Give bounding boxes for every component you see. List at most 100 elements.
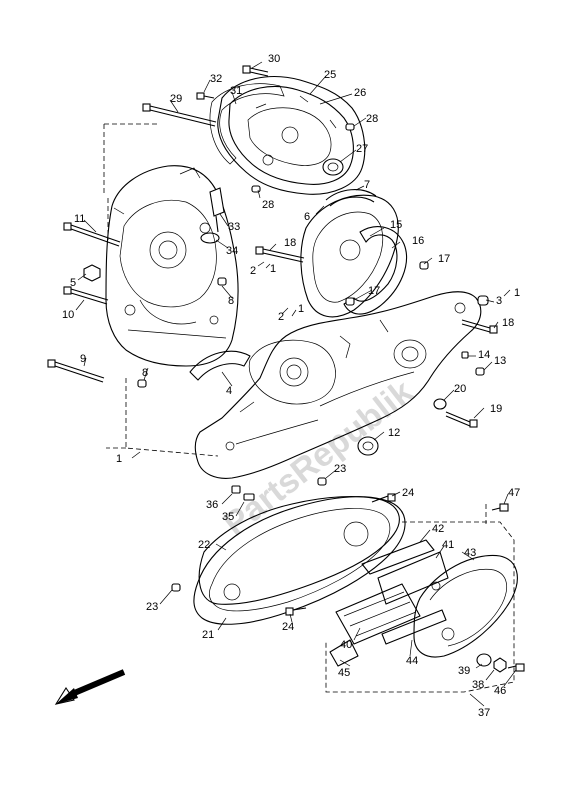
pad-40 — [335, 583, 421, 645]
bolt-10 — [63, 286, 109, 305]
bolt-24b — [285, 607, 307, 616]
seal-strip-42 — [361, 539, 435, 575]
dowel-3 — [477, 295, 489, 306]
callout-17-right: 17 — [438, 253, 450, 265]
callout-42: 42 — [432, 523, 444, 535]
gasket-4 — [189, 350, 251, 381]
bolt-18b — [461, 319, 498, 334]
callout-13: 13 — [494, 355, 506, 367]
crankcase-right — [194, 291, 482, 479]
callout-44: 44 — [406, 655, 418, 667]
hose-7 — [325, 189, 377, 207]
callout-21: 21 — [202, 629, 214, 641]
callout-38: 38 — [472, 679, 484, 691]
crankcase-left — [105, 165, 239, 367]
pad-45 — [329, 639, 359, 667]
callout-46: 46 — [494, 685, 506, 697]
callout-45: 45 — [338, 667, 350, 679]
callout-22: 22 — [198, 539, 210, 551]
callout-1-middle: 1 — [298, 303, 304, 315]
callout-24-lower: 24 — [282, 621, 294, 633]
callout-19: 19 — [490, 403, 502, 415]
callout-29: 29 — [170, 93, 182, 105]
callout-11: 11 — [74, 213, 85, 225]
bolt-30 — [242, 65, 269, 77]
callout-31: 31 — [230, 85, 242, 97]
crankcase-cover-top — [217, 76, 366, 195]
callout-43: 43 — [464, 547, 476, 559]
callout-12: 12 — [388, 427, 400, 439]
callout-8-upper: 8 — [228, 295, 234, 307]
callout-2-upper: 2 — [250, 265, 256, 277]
dowel-17a — [419, 261, 429, 270]
front-direction-arrow-icon — [54, 669, 126, 705]
callout-7: 7 — [364, 179, 370, 191]
callout-3: 3 — [496, 295, 502, 307]
callout-labels: 30 25 32 31 29 26 28 27 28 7 6 33 15 11 … — [62, 53, 520, 719]
callout-23-upper: 23 — [334, 463, 346, 475]
callout-9: 9 — [80, 353, 86, 365]
callout-30: 30 — [268, 53, 280, 65]
callout-24-upper: 24 — [402, 487, 414, 499]
bolt-29 — [142, 103, 217, 127]
callout-16: 16 — [412, 235, 424, 247]
callout-6: 6 — [304, 211, 310, 223]
callout-5: 5 — [70, 277, 76, 289]
callout-41: 41 — [442, 539, 454, 551]
watermark-text: PartsRepublik — [217, 373, 421, 544]
callout-15: 15 — [390, 219, 402, 231]
callout-20: 20 — [454, 383, 466, 395]
outer-cover-43 — [413, 554, 518, 658]
bolt-24a — [371, 493, 396, 503]
strip-44 — [381, 609, 447, 645]
nut-5 — [83, 264, 101, 282]
callout-1-upper: 1 — [270, 263, 276, 275]
washer-14 — [461, 351, 469, 359]
washer-39 — [476, 653, 492, 667]
callout-18-right: 18 — [502, 317, 514, 329]
dowel-23a — [317, 477, 327, 486]
bolt-13 — [475, 367, 485, 376]
callout-17-lower: 17 — [368, 285, 380, 297]
oil-seal-12 — [357, 436, 379, 456]
pump-cover-15 — [300, 194, 399, 318]
transmission-cover-21 — [193, 496, 406, 625]
oil-seal-27 — [322, 158, 344, 176]
bolt-46 — [507, 663, 525, 672]
callout-10: 10 — [62, 309, 74, 321]
leader-lines — [75, 61, 517, 707]
callout-18-upper: 18 — [284, 237, 296, 249]
dowel-pins-8 — [137, 277, 227, 388]
callout-33: 33 — [228, 221, 240, 233]
bolt-47 — [491, 503, 509, 512]
bolt-11 — [63, 222, 121, 247]
assembly-bracket-37 — [325, 521, 515, 693]
screw-36 — [231, 485, 241, 494]
dowel-pins-28 — [251, 123, 355, 193]
callout-40: 40 — [340, 639, 352, 651]
callout-1-lower: 1 — [116, 453, 122, 465]
callout-37: 37 — [478, 707, 490, 719]
callout-28-top: 28 — [366, 113, 378, 125]
dowel-23b — [171, 583, 181, 592]
plate-41 — [377, 551, 449, 605]
callout-14: 14 — [478, 349, 490, 361]
callout-47: 47 — [508, 487, 520, 499]
callout-23-lower: 23 — [146, 601, 158, 613]
callout-35: 35 — [222, 511, 234, 523]
callout-25: 25 — [324, 69, 336, 81]
nut-38 — [493, 657, 507, 673]
assembly-bracket-main — [106, 378, 219, 457]
callout-39: 39 — [458, 665, 470, 677]
callout-8-lower: 8 — [142, 367, 148, 379]
gasket-top — [209, 83, 285, 165]
callout-32: 32 — [210, 73, 222, 85]
callout-36: 36 — [206, 499, 218, 511]
callout-2-middle: 2 — [278, 311, 284, 323]
screw-32 — [196, 92, 215, 100]
callout-4: 4 — [226, 385, 232, 397]
washer-20 — [433, 398, 447, 410]
assembly-bracket-top — [103, 123, 158, 240]
washer-35 — [243, 493, 255, 501]
